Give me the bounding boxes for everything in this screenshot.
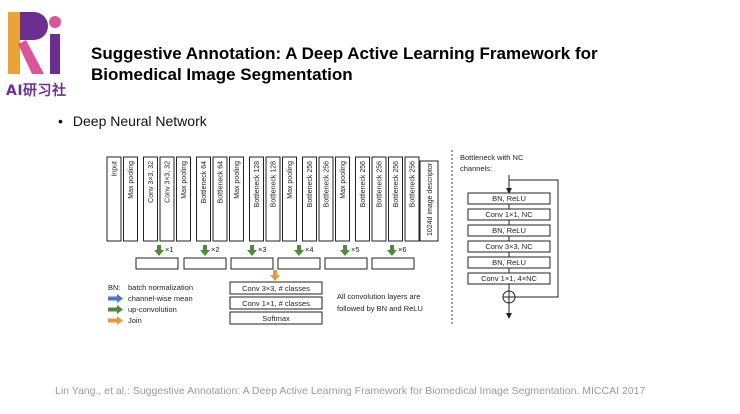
layer-label: Input: [112, 161, 119, 177]
layer-box: [318, 156, 334, 242]
layer-box: [282, 156, 297, 242]
logo-text: AI研习社: [6, 83, 67, 99]
layer-box: [123, 156, 138, 242]
layer-box: [143, 156, 158, 242]
upconv-arrow: [200, 245, 210, 256]
layer-label: Max pooling: [287, 161, 294, 199]
note-line2: followed by BN and ReLU: [337, 304, 423, 313]
head-layer-label: Conv 3×3, # classes: [242, 284, 310, 293]
upconv-arrow: [387, 245, 397, 256]
bottleneck-title-line1: Bottleneck with NC: [460, 153, 524, 162]
head-layer-label: Softmax: [262, 314, 290, 323]
layer-label: Max pooling: [128, 161, 135, 199]
ai-yanxishe-logo-icon: [8, 12, 61, 74]
layer-label: Bottleneck 128: [254, 161, 261, 207]
layer-label: Bottleneck 256: [307, 161, 314, 207]
legend-text: Join: [128, 316, 142, 325]
join-box: [230, 257, 274, 270]
join-box: [277, 257, 321, 270]
layer-box: [404, 156, 420, 242]
layer-box: [106, 156, 122, 242]
layer-label: Max pooling: [181, 161, 188, 199]
layer-box: [159, 156, 175, 242]
bullet-dot: •: [58, 113, 63, 129]
legend-arrow-icon: [108, 294, 123, 303]
descriptor-group: 1024d image descriptor: [419, 160, 439, 242]
layer-label: Bottleneck 256: [410, 161, 417, 207]
upconv-multiplier: ×2: [211, 245, 220, 254]
descriptor-box: [419, 160, 439, 242]
layer-box: [229, 156, 244, 242]
descriptor-label: 1024d image descriptor: [427, 162, 434, 236]
layer-label: Bottleneck 64: [218, 161, 225, 204]
slide-title: Suggestive Annotation: A Deep Active Lea…: [91, 43, 711, 85]
upconv-group: ×1 ×2 ×3 ×4 ×5 ×6: [135, 245, 415, 270]
bottleneck-layer-label: BN, ReLU: [492, 226, 526, 235]
upconv-arrow: [294, 245, 304, 256]
layer-box: [196, 156, 211, 242]
layer-label: Max pooling: [234, 161, 241, 199]
upconv-multiplier: ×3: [258, 245, 267, 254]
join-box: [371, 257, 415, 270]
bullet-text: Deep Neural Network: [72, 113, 207, 129]
bottleneck-title-line2: channels:: [460, 164, 492, 173]
layer-box: [371, 156, 387, 242]
legend-text: up-convolution: [128, 305, 177, 314]
layer-box: [355, 156, 370, 242]
head-layer-box: [229, 296, 323, 310]
bottleneck-layer-label: Conv 1×1, 4×NC: [481, 274, 537, 283]
layer-box: [265, 156, 281, 242]
legend-text: channel-wise mean: [128, 294, 193, 303]
layer-label: Bottleneck 256: [324, 161, 331, 207]
bottleneck-layer-label: BN, ReLU: [492, 194, 526, 203]
layer-label: Bottleneck 256: [377, 161, 384, 207]
bullet-item: • Deep Neural Network: [58, 113, 207, 129]
join-box: [324, 257, 368, 270]
upconv-multiplier: ×4: [305, 245, 314, 254]
layer-label: Bottleneck 128: [271, 161, 278, 207]
layer-label: Bottleneck 256: [393, 161, 400, 207]
legend-key: BN:: [108, 283, 121, 292]
bottleneck-layer-label: BN, ReLU: [492, 258, 526, 267]
bottleneck-layer-label: Conv 3×3, NC: [485, 242, 533, 251]
skip-connection: [509, 179, 559, 298]
upconv-arrow: [340, 245, 350, 256]
layer-label: Bottleneck 64: [201, 161, 208, 204]
layer-label: Bottleneck 256: [360, 161, 367, 207]
upconv-multiplier: ×1: [165, 245, 174, 254]
head-layer-label: Conv 1×1, # classes: [242, 299, 310, 308]
layer-box: [335, 156, 350, 242]
bottleneck-layer-label: Conv 1×1, NC: [485, 210, 533, 219]
layer-label: Conv 3×3, 32: [165, 161, 172, 203]
upconv-arrow: [154, 245, 164, 256]
upconv-multiplier: ×5: [351, 245, 360, 254]
join-box: [135, 257, 179, 270]
layer-label: Conv 3×3, 32: [148, 161, 155, 203]
layer-box: [302, 156, 317, 242]
layer-box: [212, 156, 228, 242]
legend-group: BN: batch normalization channel-wise mean u…: [108, 283, 193, 325]
join-box: [183, 257, 227, 270]
bottleneck-detail: BN, ReLU Conv 1×1, NC BN, ReLU Conv 3×3, NC…: [467, 175, 559, 319]
slide-title-line1: Suggestive Annotation: A Deep Active Lea…: [91, 44, 598, 63]
head-layer-box: [229, 281, 323, 295]
encoder-layers: Input Max pooling Conv 3×3, 32 Conv 3×3, 32…: [106, 156, 420, 242]
upconv-arrow: [247, 245, 257, 256]
legend-text: batch normalization: [128, 283, 193, 292]
upconv-multiplier: ×6: [398, 245, 407, 254]
note-line1: All convolution layers are: [337, 292, 420, 301]
layer-label: Max pooling: [340, 161, 347, 199]
join-arrow: [270, 270, 280, 281]
legend-arrow-icon: [108, 316, 123, 325]
legend-arrow-icon: [108, 305, 123, 314]
head-layer-box: [229, 311, 323, 325]
layer-box: [249, 156, 264, 242]
slide-title-line2: Biomedical Image Segmentation: [91, 65, 353, 84]
layer-box: [388, 156, 403, 242]
citation: Lin Yang., et al.: Suggestive Annotation…: [55, 385, 646, 397]
layer-box: [176, 156, 191, 242]
